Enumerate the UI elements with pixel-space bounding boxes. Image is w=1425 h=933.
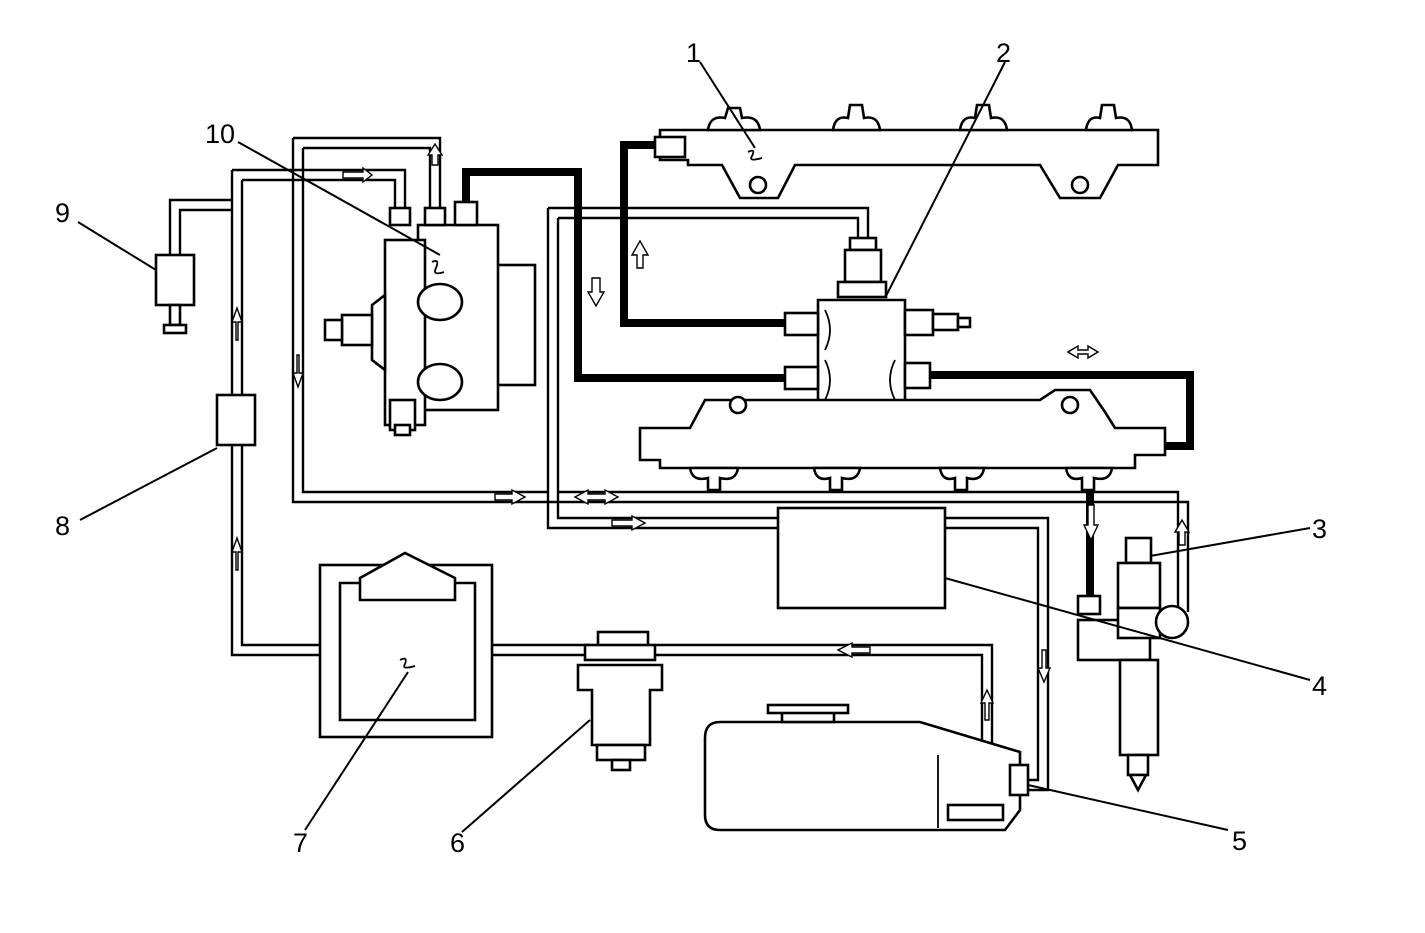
callout-2: 2 xyxy=(996,38,1011,68)
component-8 xyxy=(215,393,257,447)
pressure-limiter xyxy=(783,236,972,414)
callout-9: 9 xyxy=(55,198,70,228)
arrow-icon xyxy=(1036,649,1052,684)
fuel-filter xyxy=(576,630,664,772)
component-9 xyxy=(154,253,196,335)
callout-7: 7 xyxy=(293,828,308,858)
arrow-icon xyxy=(1066,344,1100,360)
arrow-icon xyxy=(586,277,606,308)
fuel-rail-lower xyxy=(638,388,1167,492)
fuel-injector xyxy=(1076,536,1190,793)
callout-labels: 1 2 3 4 5 6 7 8 9 10 xyxy=(55,38,1327,858)
high-pressure-pump xyxy=(323,200,537,437)
callout-8: 8 xyxy=(55,511,70,541)
arrow-icon xyxy=(231,535,243,571)
callout-6: 6 xyxy=(450,828,465,858)
arrow-icon xyxy=(342,166,374,184)
arrow-icon xyxy=(426,142,444,166)
high-pressure-lines xyxy=(462,141,1194,597)
callout-4: 4 xyxy=(1312,671,1327,701)
arrow-icon xyxy=(231,305,243,341)
arrow-icon xyxy=(1082,504,1100,542)
flow-arrows xyxy=(231,142,1191,721)
callout-1: 1 xyxy=(686,38,701,68)
arrow-icon xyxy=(1173,518,1191,546)
arrow-icon xyxy=(836,641,871,659)
callout-10: 10 xyxy=(205,119,235,149)
control-module xyxy=(776,506,947,610)
arrow-icon xyxy=(630,239,650,269)
arrow-icon xyxy=(292,354,304,390)
fuel-tank xyxy=(703,703,1030,832)
arrow-icon xyxy=(611,514,647,532)
callout-5: 5 xyxy=(1232,826,1247,856)
leader-lines xyxy=(77,61,1311,833)
arrow-icon xyxy=(979,688,995,721)
arrow-icon xyxy=(494,488,527,506)
callout-3: 3 xyxy=(1312,514,1327,544)
fuel-rail-upper xyxy=(653,103,1160,200)
arrow-icon xyxy=(573,488,620,506)
component-7 xyxy=(318,551,494,739)
